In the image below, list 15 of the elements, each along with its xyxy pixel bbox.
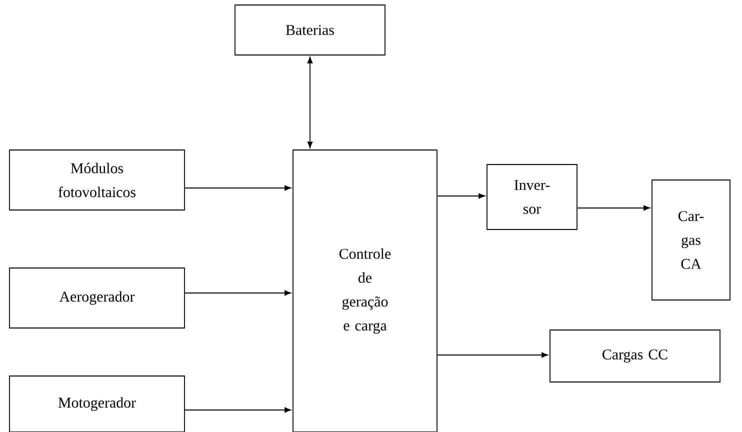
process-box: Módulos fotovoltaicos (9, 150, 185, 210)
process-box: Controle de geração e carga (292, 150, 438, 432)
arrow (184, 185, 292, 191)
arrow (307, 56, 313, 148)
arrow (577, 205, 650, 211)
process-box: Inver- sor (486, 164, 578, 230)
process-box: Aerogerador (9, 268, 185, 328)
process-box: Cargas CC (550, 330, 720, 382)
arrow (184, 407, 292, 413)
process-box: Car- gas CA (652, 180, 730, 300)
process-box: Motogerador (9, 376, 185, 432)
arrow (184, 290, 292, 296)
process-box: Baterias (234, 4, 386, 56)
arrow (437, 352, 548, 358)
arrow (437, 193, 486, 199)
